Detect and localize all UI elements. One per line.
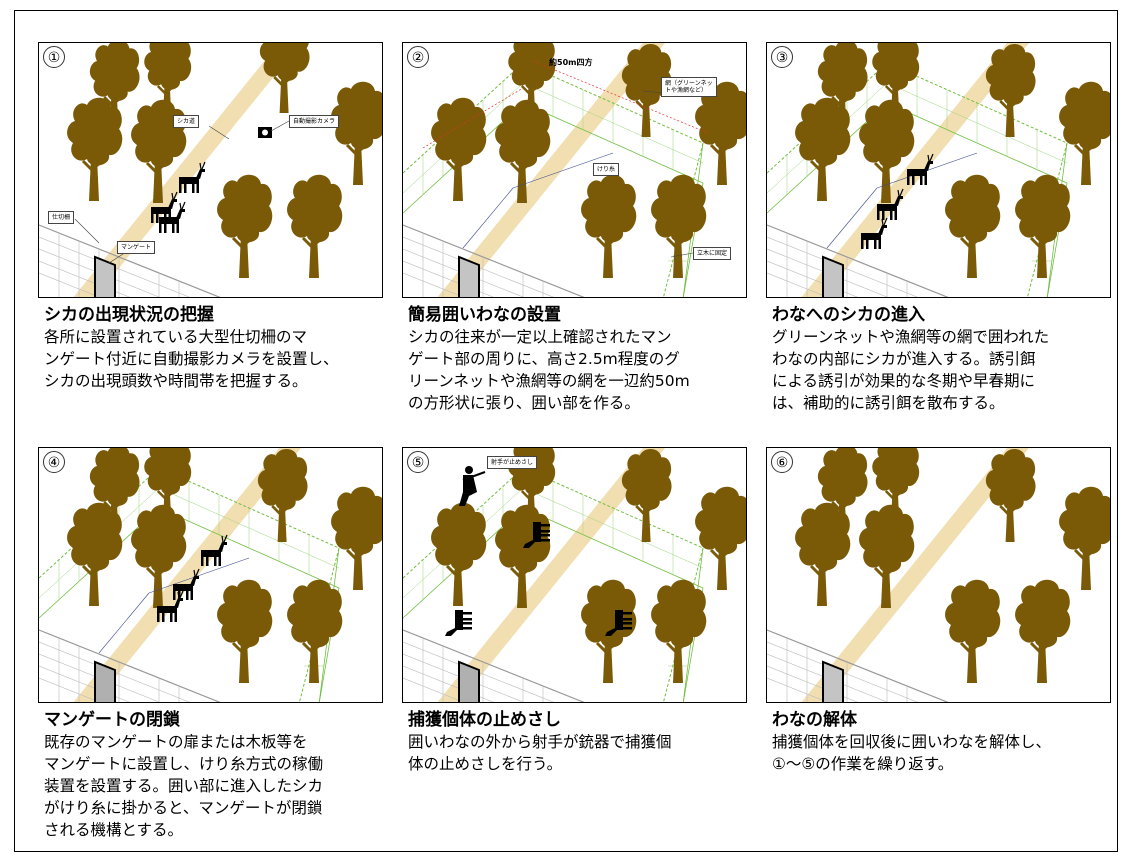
deer-trail (801, 448, 1029, 702)
tree-icon (329, 485, 382, 592)
scene-4: ④ (38, 447, 383, 703)
scene-2: ② 約50m四方 網（グリーンネッ トや漁網など） けり糸 立木に固定 (402, 42, 747, 298)
caption-1: シカの出現状況の把握 各所に設置されている大型仕切柵のマ ンゲート付近に自動撮影… (44, 304, 389, 392)
caption-title: 捕獲個体の止めさし (408, 710, 561, 730)
tree-icon (943, 173, 1002, 280)
tree-icon (215, 578, 274, 685)
scene-drawing-1 (39, 43, 382, 297)
caption-title: わなの解体 (772, 710, 857, 730)
fallen-deer-icon (445, 610, 472, 636)
tree-icon (693, 80, 746, 187)
camera-icon (258, 127, 272, 138)
deer-trail (437, 43, 665, 297)
tree-icon (649, 578, 708, 685)
tree-icon (285, 173, 344, 280)
tree-icon (256, 448, 309, 544)
tree-icon (1013, 578, 1072, 685)
caption-body: シカの往来が一定以上確認されたマン ゲート部の周りに、高さ2.5m程度のグ リー… (408, 328, 690, 412)
caption-3: わなへのシカの進入 グリーンネットや漁網等の網で囲われた わなの内部にシカが進入… (772, 304, 1117, 414)
tree-icon (65, 501, 124, 608)
tree-icon (793, 96, 852, 203)
dimension-line (532, 60, 709, 134)
caption-title: 簡易囲いわなの設置 (408, 305, 561, 325)
deer-trail (73, 448, 301, 702)
caption-body: 各所に設置されている大型仕切柵のマ ンゲート付近に自動撮影カメラを設置し、 シカ… (44, 328, 339, 390)
tree-icon (1013, 173, 1072, 280)
step-number: ③ (771, 46, 793, 68)
scene-drawing-6 (767, 448, 1110, 702)
step-number: ⑤ (407, 451, 429, 473)
gate-icon (458, 255, 480, 297)
tree-icon (1057, 80, 1110, 187)
caption-4: マンゲートの閉鎖 既存のマンゲートの扉または木板等を マンゲートに設置し、けり糸… (44, 709, 389, 841)
caption-6: わなの解体 捕獲個体を回収後に囲いわなを解体し、 ①～⑤の作業を繰り返す。 (772, 709, 1117, 775)
callout-tie-to-tree: 立木に固定 (693, 247, 732, 260)
caption-body: 囲いわなの外から射手が銃器で捕獲個 体の止めさしを行う。 (408, 733, 672, 773)
trip-wire (826, 187, 878, 249)
trip-wire (98, 592, 150, 654)
tree-icon (1057, 485, 1110, 592)
scene-1: ① シカ道 自動撮影カメラ 仕切柵 マンゲート (38, 42, 383, 298)
caption-2: 簡易囲いわなの設置 シカの往来が一定以上確認されたマン ゲート部の周りに、高さ2… (408, 304, 753, 414)
gate-icon (94, 255, 116, 297)
caption-title: シカの出現状況の把握 (44, 305, 214, 325)
tree-icon (285, 578, 344, 685)
trip-wire (148, 557, 250, 594)
step-number: ⑥ (771, 451, 793, 473)
scene-5: ⑤ 射手が止めさし (402, 447, 747, 703)
callout-deer-trail: シカ道 (173, 115, 200, 128)
tree-icon (984, 43, 1037, 139)
shooter-icon (459, 466, 486, 506)
scene-drawing-4 (39, 448, 382, 702)
gate-closed-icon (458, 660, 480, 702)
trip-wire (462, 187, 514, 249)
caption-title: わなへのシカの進入 (772, 305, 925, 325)
tree-icon (429, 96, 488, 203)
step-number: ④ (43, 451, 65, 473)
callout-net: 網（グリーンネッ トや漁網など） (661, 77, 717, 97)
tree-icon (693, 485, 746, 592)
callout-shooter: 射手が止めさし (487, 456, 538, 469)
tree-icon (793, 501, 852, 608)
tree-icon (329, 80, 382, 187)
step-number: ② (407, 46, 429, 68)
deer-trail (437, 448, 665, 702)
dimension-line (422, 87, 524, 149)
caption-body: 捕獲個体を回収後に囲いわなを解体し、 ①～⑤の作業を繰り返す。 (772, 733, 1052, 773)
tree-icon (649, 173, 708, 280)
scene-drawing-5 (403, 448, 746, 702)
caption-5: 捕獲個体の止めさし 囲いわなの外から射手が銃器で捕獲個 体の止めさしを行う。 (408, 709, 753, 775)
callout-camera: 自動撮影カメラ (289, 115, 340, 128)
caption-title: マンゲートの閉鎖 (44, 710, 180, 730)
tree-icon (579, 173, 638, 280)
tree-icon (620, 448, 673, 544)
tree-icon (429, 501, 488, 608)
scene-drawing-2 (403, 43, 746, 297)
callout-trip-wire: けり糸 (593, 163, 620, 176)
tree-icon (215, 173, 274, 280)
callout-gate: マンゲート (117, 241, 156, 254)
gate-icon (822, 660, 844, 702)
scene-drawing-3 (767, 43, 1110, 297)
callout-fence: 仕切柵 (48, 211, 75, 224)
caption-body: グリーンネットや漁網等の網で囲われた わなの内部にシカが進入する。誘引餌 による… (772, 328, 1050, 412)
gate-icon (822, 255, 844, 297)
scene-3: ③ (766, 42, 1111, 298)
deer-trail (73, 43, 301, 297)
tree-icon (943, 578, 1002, 685)
diagram-frame (14, 10, 1118, 852)
partition-fence (39, 224, 221, 297)
gate-closed-icon (94, 660, 116, 702)
tree-icon (65, 96, 124, 203)
tree-icon (984, 448, 1037, 544)
scene-6: ⑥ (766, 447, 1111, 703)
caption-body: 既存のマンゲートの扉または木板等を マンゲートに設置し、けり糸方式の稼働 装置を… (44, 733, 324, 839)
trip-wire (512, 152, 614, 189)
dimension-label: 約50m四方 (549, 58, 593, 67)
step-number: ① (43, 46, 65, 68)
